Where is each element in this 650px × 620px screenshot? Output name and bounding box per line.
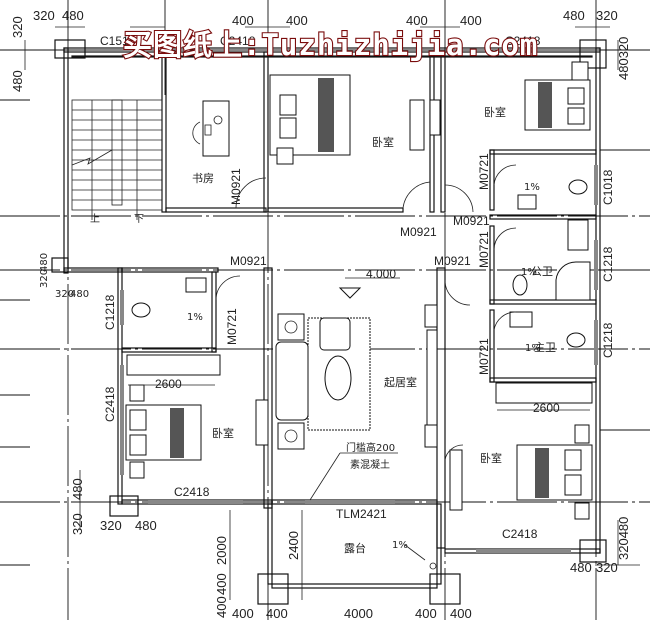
bed-top-right bbox=[524, 61, 591, 131]
room-label-public-bath: 公卫 bbox=[531, 265, 553, 278]
window-labels: C1518 C2418 C2418 C1018 C1218 C1218 C121… bbox=[100, 34, 615, 541]
room-label-terrace: 露台 bbox=[344, 541, 366, 555]
dim-terrace-v-b: 400 bbox=[214, 573, 229, 595]
dim-right-bot-h-a: 480 bbox=[570, 560, 592, 575]
dim-terrace-v-a: 2000 bbox=[214, 536, 229, 565]
dim-left-mid-h-a: 320 bbox=[55, 289, 74, 300]
dim-left-bot-h-b: 480 bbox=[135, 518, 157, 533]
door-label-master-bath: M0721 bbox=[477, 338, 491, 375]
slope-public-bath: 1% bbox=[521, 267, 537, 278]
window-label-left-bed-side: C2418 bbox=[103, 386, 117, 422]
dim-bottom-left-v: 400 bbox=[214, 596, 229, 618]
dim-left-bot-h-a: 320 bbox=[100, 518, 122, 533]
bed-right bbox=[449, 382, 593, 520]
dim-top-mid2-b: 400 bbox=[460, 13, 482, 28]
concrete-note: 素混凝土 bbox=[350, 458, 390, 471]
threshold-note: 门槛高200 bbox=[346, 441, 395, 454]
stair-down-label: 下 bbox=[134, 214, 144, 225]
dim-top-mid1-a: 400 bbox=[232, 13, 254, 28]
door-swings bbox=[215, 164, 517, 461]
dim-right-top-v: 480320 bbox=[616, 37, 631, 80]
window-label-top-left: C1518 bbox=[100, 34, 136, 48]
dim-top-mid2-a: 400 bbox=[406, 13, 428, 28]
window-label-right-public: C1218 bbox=[601, 246, 615, 282]
dim-left-mid-h-b: 480 bbox=[70, 289, 89, 300]
dim-bottom-e: 400 bbox=[450, 606, 472, 620]
slope-terrace: 1% bbox=[392, 540, 408, 551]
bed-left bbox=[125, 354, 221, 479]
terrace bbox=[309, 277, 437, 570]
door-label-bath-tr: M0721 bbox=[477, 153, 491, 190]
stair-up-label: 上 bbox=[90, 213, 100, 225]
watermark: 买图纸上:Tuzhizhijia.com bbox=[123, 28, 538, 62]
dim-bottom-c: 4000 bbox=[344, 606, 373, 620]
dim-right-bot-h-b: 320 bbox=[596, 560, 618, 575]
door-labels: M0921 M0921 M0921 M0921 M0921 M0721 M072… bbox=[225, 153, 491, 521]
dim-terrace-v-c: 2400 bbox=[286, 531, 301, 560]
dim-right-bot-v: 320480 bbox=[616, 517, 631, 560]
dim-left-top-v-a: 320 bbox=[10, 16, 25, 38]
living-furniture bbox=[255, 304, 438, 450]
bed-top-mid bbox=[269, 74, 351, 165]
windows bbox=[120, 165, 598, 553]
elevation-label: 4.000 bbox=[366, 267, 396, 281]
window-label-left-bath: C1218 bbox=[103, 294, 117, 330]
dim-top-left-a: 320 bbox=[33, 8, 55, 23]
room-label-bedroom-right: 卧室 bbox=[480, 451, 502, 465]
room-label-bedroom-top-right: 卧室 bbox=[484, 105, 506, 119]
dim-left-mid-v-a: 320 bbox=[39, 269, 50, 288]
door-label-left-bath: M0721 bbox=[225, 308, 239, 345]
dim-top-right-b: 320 bbox=[596, 8, 618, 23]
bath-fixtures bbox=[131, 179, 591, 348]
stairs bbox=[71, 99, 163, 220]
dim-bottom-a: 400 bbox=[232, 606, 254, 620]
window-label-right-bed-bottom: C2418 bbox=[502, 527, 538, 541]
window-label-left-bed-bottom: C2418 bbox=[174, 485, 210, 499]
window-label-top-right: C2418 bbox=[505, 34, 541, 48]
door-label-bed-top: M0921 bbox=[400, 225, 437, 239]
dim-top-right-a: 480 bbox=[563, 8, 585, 23]
dim-left-bot-v-a: 480 bbox=[70, 478, 85, 500]
dim-top-mid1-b: 400 bbox=[286, 13, 308, 28]
slope-left-bath: 1% bbox=[187, 312, 203, 323]
window-label-top-mid: C2418 bbox=[220, 34, 256, 48]
wardrobe-top-mid bbox=[409, 99, 441, 151]
slope-bath-tr: 1% bbox=[524, 182, 540, 193]
annotations: 4.000 门槛高200 素混凝土 1% 1% 1% 1% 1% 2600 26… bbox=[90, 182, 560, 551]
wardrobe-dim-right: 2600 bbox=[533, 401, 560, 415]
door-label-study: M0921 bbox=[229, 168, 243, 205]
room-label-master-bath: 主卫 bbox=[534, 341, 556, 354]
dimension-text: 320 480 400 400 400 400 480 320 320 480 … bbox=[10, 8, 631, 620]
dim-left-mid-v: 480 bbox=[39, 253, 50, 272]
window-label-right-master: C1218 bbox=[601, 322, 615, 358]
room-label-bedroom-top-mid: 卧室 bbox=[372, 135, 394, 149]
room-labels: 书房 卧室 卧室 卧室 卧室 起居室 公卫 主卫 露台 bbox=[192, 105, 556, 555]
slope-master-bath: 1% bbox=[525, 343, 541, 354]
room-label-study: 书房 bbox=[192, 172, 214, 185]
dim-bottom-d: 400 bbox=[415, 606, 437, 620]
room-label-living: 起居室 bbox=[384, 375, 417, 389]
dim-bottom-b: 400 bbox=[266, 606, 288, 620]
dim-left-top-v-b: 480 bbox=[10, 70, 25, 92]
window-label-right-upper: C1018 bbox=[601, 169, 615, 205]
dim-left-bot-v-b: 320 bbox=[70, 513, 85, 535]
study-desk bbox=[192, 100, 230, 157]
room-label-bedroom-left: 卧室 bbox=[212, 426, 234, 440]
dimension-lines bbox=[24, 26, 640, 600]
wardrobe-dim-left: 2600 bbox=[155, 377, 182, 391]
door-label-left-bed: M0921 bbox=[230, 254, 267, 268]
door-label-bed-tr: M0921 bbox=[453, 214, 490, 228]
door-label-right-corridor: M0921 bbox=[434, 254, 471, 268]
door-label-public-bath: M0721 bbox=[477, 231, 491, 268]
dim-top-left-b: 480 bbox=[62, 8, 84, 23]
door-label-terrace: TLM2421 bbox=[336, 507, 387, 521]
